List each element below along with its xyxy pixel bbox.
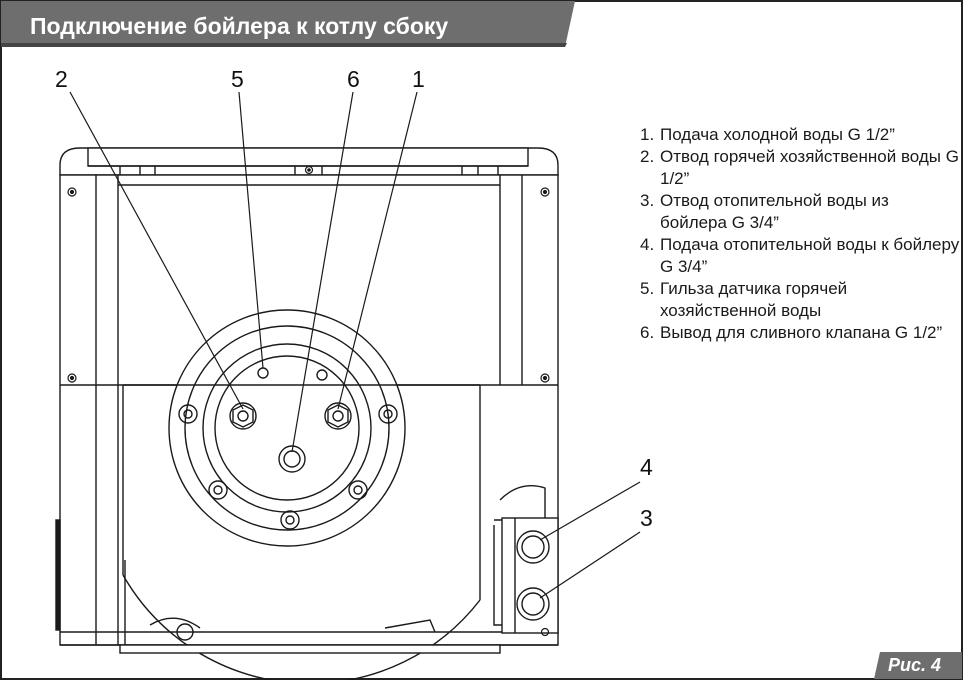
leader-line-2 xyxy=(69,91,244,410)
legend-item-text: Вывод для сливного клапана G 1/2” xyxy=(660,323,943,342)
legend-item-text: Подача отопительной воды к бойлеру G 3/4… xyxy=(660,235,960,276)
callout-4: 4 xyxy=(640,454,653,480)
figure-label: Рис. 4 xyxy=(888,655,942,675)
callout-6: 6 xyxy=(347,66,360,92)
legend-item-number: 4. xyxy=(640,235,655,254)
legend-list: 1. Подача холодной воды G 1/2” 2. Отвод го… xyxy=(640,124,960,344)
title-banner xyxy=(1,1,575,47)
legend-item: 4. Подача отопительной воды к бойлеру G 3… xyxy=(640,234,960,278)
legend-item: 6. Вывод для сливного клапана G 1/2” xyxy=(640,322,960,344)
legend-item-number: 5. xyxy=(640,279,655,298)
leader-line-3 xyxy=(539,531,641,599)
leader-line-6 xyxy=(291,91,354,453)
page-title: Подключение бойлера к котлу сбоку xyxy=(30,13,449,39)
legend-item-number: 3. xyxy=(640,191,655,210)
callout-5: 5 xyxy=(231,66,244,92)
figure-tag xyxy=(874,652,962,679)
leader-line-5 xyxy=(238,91,264,369)
legend-item: 3. Отвод отопительной воды из бойлера G 3… xyxy=(640,190,960,234)
legend-item-number: 1. xyxy=(640,125,655,144)
callout-3: 3 xyxy=(640,505,653,531)
leader-line-4 xyxy=(539,481,641,541)
legend-item-text: Подача холодной воды G 1/2” xyxy=(660,125,895,144)
callout-2: 2 xyxy=(55,66,68,92)
legend-item-number: 6. xyxy=(640,323,655,342)
legend-item-number: 2. xyxy=(640,147,655,166)
leader-lines xyxy=(69,91,641,599)
legend-item: 5. Гильза датчика горячей хозяйственной в… xyxy=(640,278,960,322)
legend-item: 1. Подача холодной воды G 1/2” xyxy=(640,124,960,146)
legend-item-text: Отвод отопительной воды из бойлера G 3/4… xyxy=(660,191,889,232)
legend-item-text: Гильза датчика горячей хозяйственной вод… xyxy=(660,279,848,320)
legend-item: 2. Отвод горячей хозяйственной воды G 1/2… xyxy=(640,146,960,190)
legend-item-text: Отвод горячей хозяйственной воды G 1/2” xyxy=(660,147,959,188)
leader-line-1 xyxy=(337,91,418,410)
callout-1: 1 xyxy=(412,66,425,92)
boiler-drawing xyxy=(55,147,559,680)
